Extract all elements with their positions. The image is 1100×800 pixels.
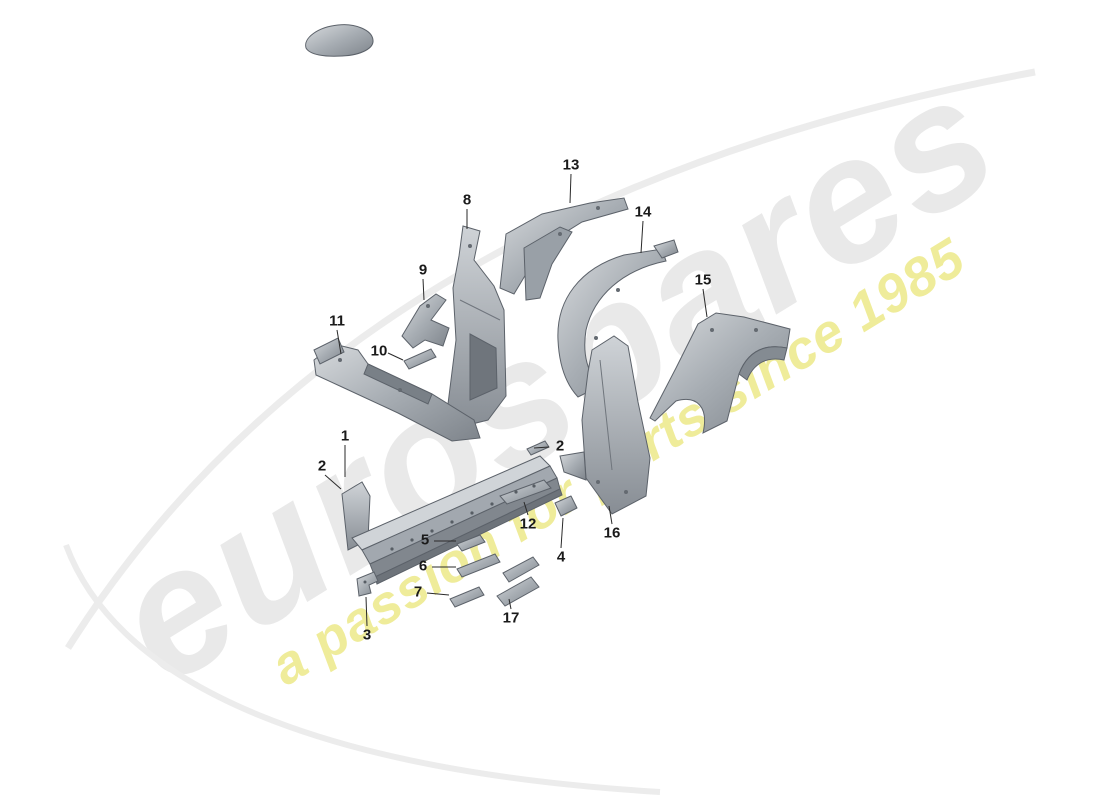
part-13-upper-rail[interactable] <box>499 197 629 301</box>
part-3-bracket[interactable] <box>356 571 379 597</box>
leader-line-10 <box>387 352 404 361</box>
part-4-buffer[interactable] <box>554 495 578 517</box>
part-roof-section[interactable] <box>305 24 374 57</box>
part-12-plate[interactable] <box>499 479 552 505</box>
callout-4[interactable]: 4 <box>556 548 566 566</box>
leader-line-17 <box>508 598 512 610</box>
leader-line-12 <box>523 501 529 516</box>
callout-10[interactable]: 10 <box>370 342 388 360</box>
callout-7[interactable]: 7 <box>413 583 423 601</box>
callout-11[interactable]: 11 <box>329 312 345 330</box>
swoosh-curve-lower <box>63 543 661 795</box>
callout-9[interactable]: 9 <box>418 261 428 279</box>
part-15-rear-quarter-rail[interactable] <box>649 312 791 434</box>
part-6-pad[interactable] <box>456 553 501 578</box>
leader-line-13 <box>569 173 572 204</box>
callout-3[interactable]: 3 <box>362 626 372 644</box>
callout-13[interactable]: 13 <box>562 156 580 174</box>
swoosh-curve-upper <box>65 68 1036 650</box>
part-1-sill-assembly[interactable] <box>341 455 563 585</box>
callout-2-left[interactable]: 2 <box>317 457 327 475</box>
callout-1[interactable]: 1 <box>340 427 350 445</box>
leader-line-14 <box>640 220 644 254</box>
callout-6[interactable]: 6 <box>418 557 428 575</box>
part-5-pad[interactable] <box>456 534 486 552</box>
callout-5[interactable]: 5 <box>420 531 430 549</box>
part-9-bracket[interactable] <box>401 293 450 349</box>
leader-line-2a <box>324 474 342 490</box>
callout-14[interactable]: 14 <box>634 203 652 221</box>
leader-line-11 <box>336 329 342 355</box>
callout-8[interactable]: 8 <box>462 191 472 209</box>
part-7-pad[interactable] <box>449 586 485 608</box>
leader-lines <box>324 173 708 627</box>
part-8-pillar-inner[interactable] <box>447 225 507 429</box>
leader-line-4 <box>560 517 564 549</box>
part-16-wheel-house-inner[interactable] <box>559 335 651 515</box>
part-10-strip[interactable] <box>403 348 437 370</box>
callout-15[interactable]: 15 <box>694 271 712 289</box>
part-14-wheel-arch-outer[interactable] <box>557 239 679 398</box>
callout-16[interactable]: 16 <box>603 524 621 542</box>
leader-line-9 <box>422 278 425 301</box>
leader-line-3 <box>365 596 368 627</box>
leader-line-16 <box>608 505 613 525</box>
leader-line-15 <box>702 288 708 318</box>
callout-2-right[interactable]: 2 <box>555 437 565 455</box>
leader-line-7 <box>426 592 450 596</box>
callout-12[interactable]: 12 <box>519 515 537 533</box>
callout-17[interactable]: 17 <box>502 609 520 627</box>
leader-line-2b <box>533 446 550 449</box>
part-11-side-member[interactable] <box>313 337 481 442</box>
part-17-pads[interactable] <box>496 556 540 607</box>
